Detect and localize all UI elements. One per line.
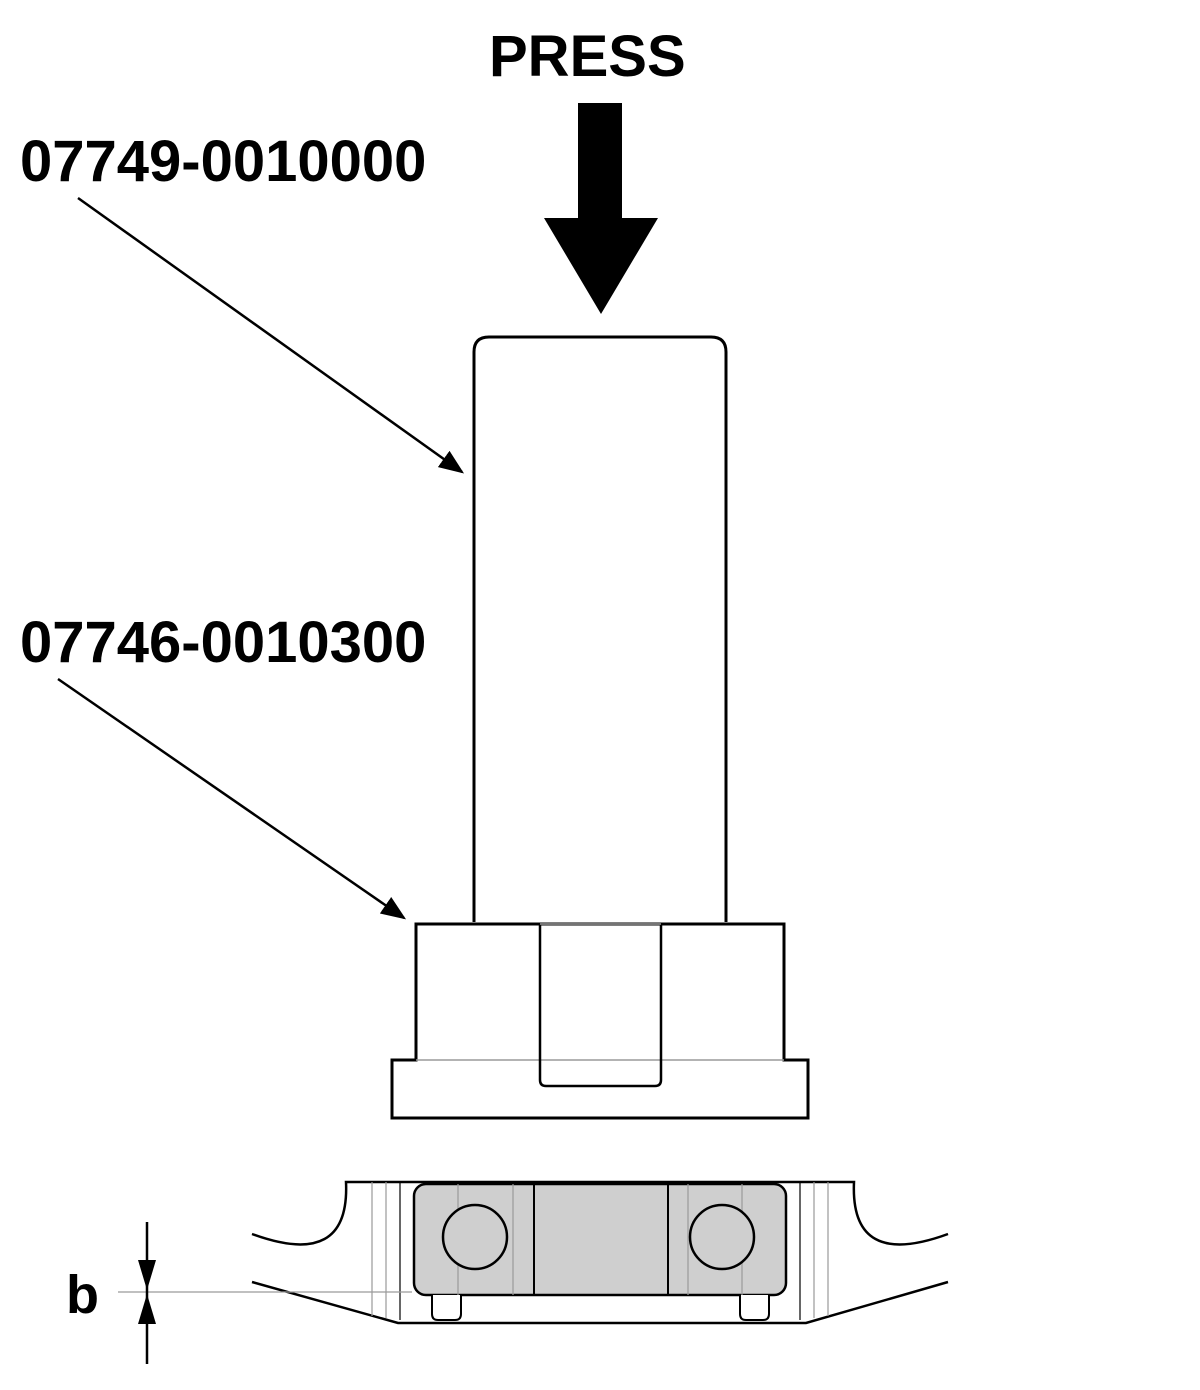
down-arrow-icon <box>544 103 658 314</box>
driver-handle <box>472 335 728 922</box>
attachment-leader-line <box>57 677 407 920</box>
housing <box>118 1180 949 1325</box>
bearing <box>412 1182 788 1321</box>
dimension-b-label: b <box>66 1265 99 1325</box>
press-label: PRESS <box>489 24 686 89</box>
attachment <box>390 922 810 1120</box>
driver-leader-line <box>77 196 465 474</box>
dimension-b <box>138 1222 156 1364</box>
attachment-part-number-label: 07746-0010300 <box>20 610 427 675</box>
driver-part-number-label: 07749-0010000 <box>20 129 427 194</box>
